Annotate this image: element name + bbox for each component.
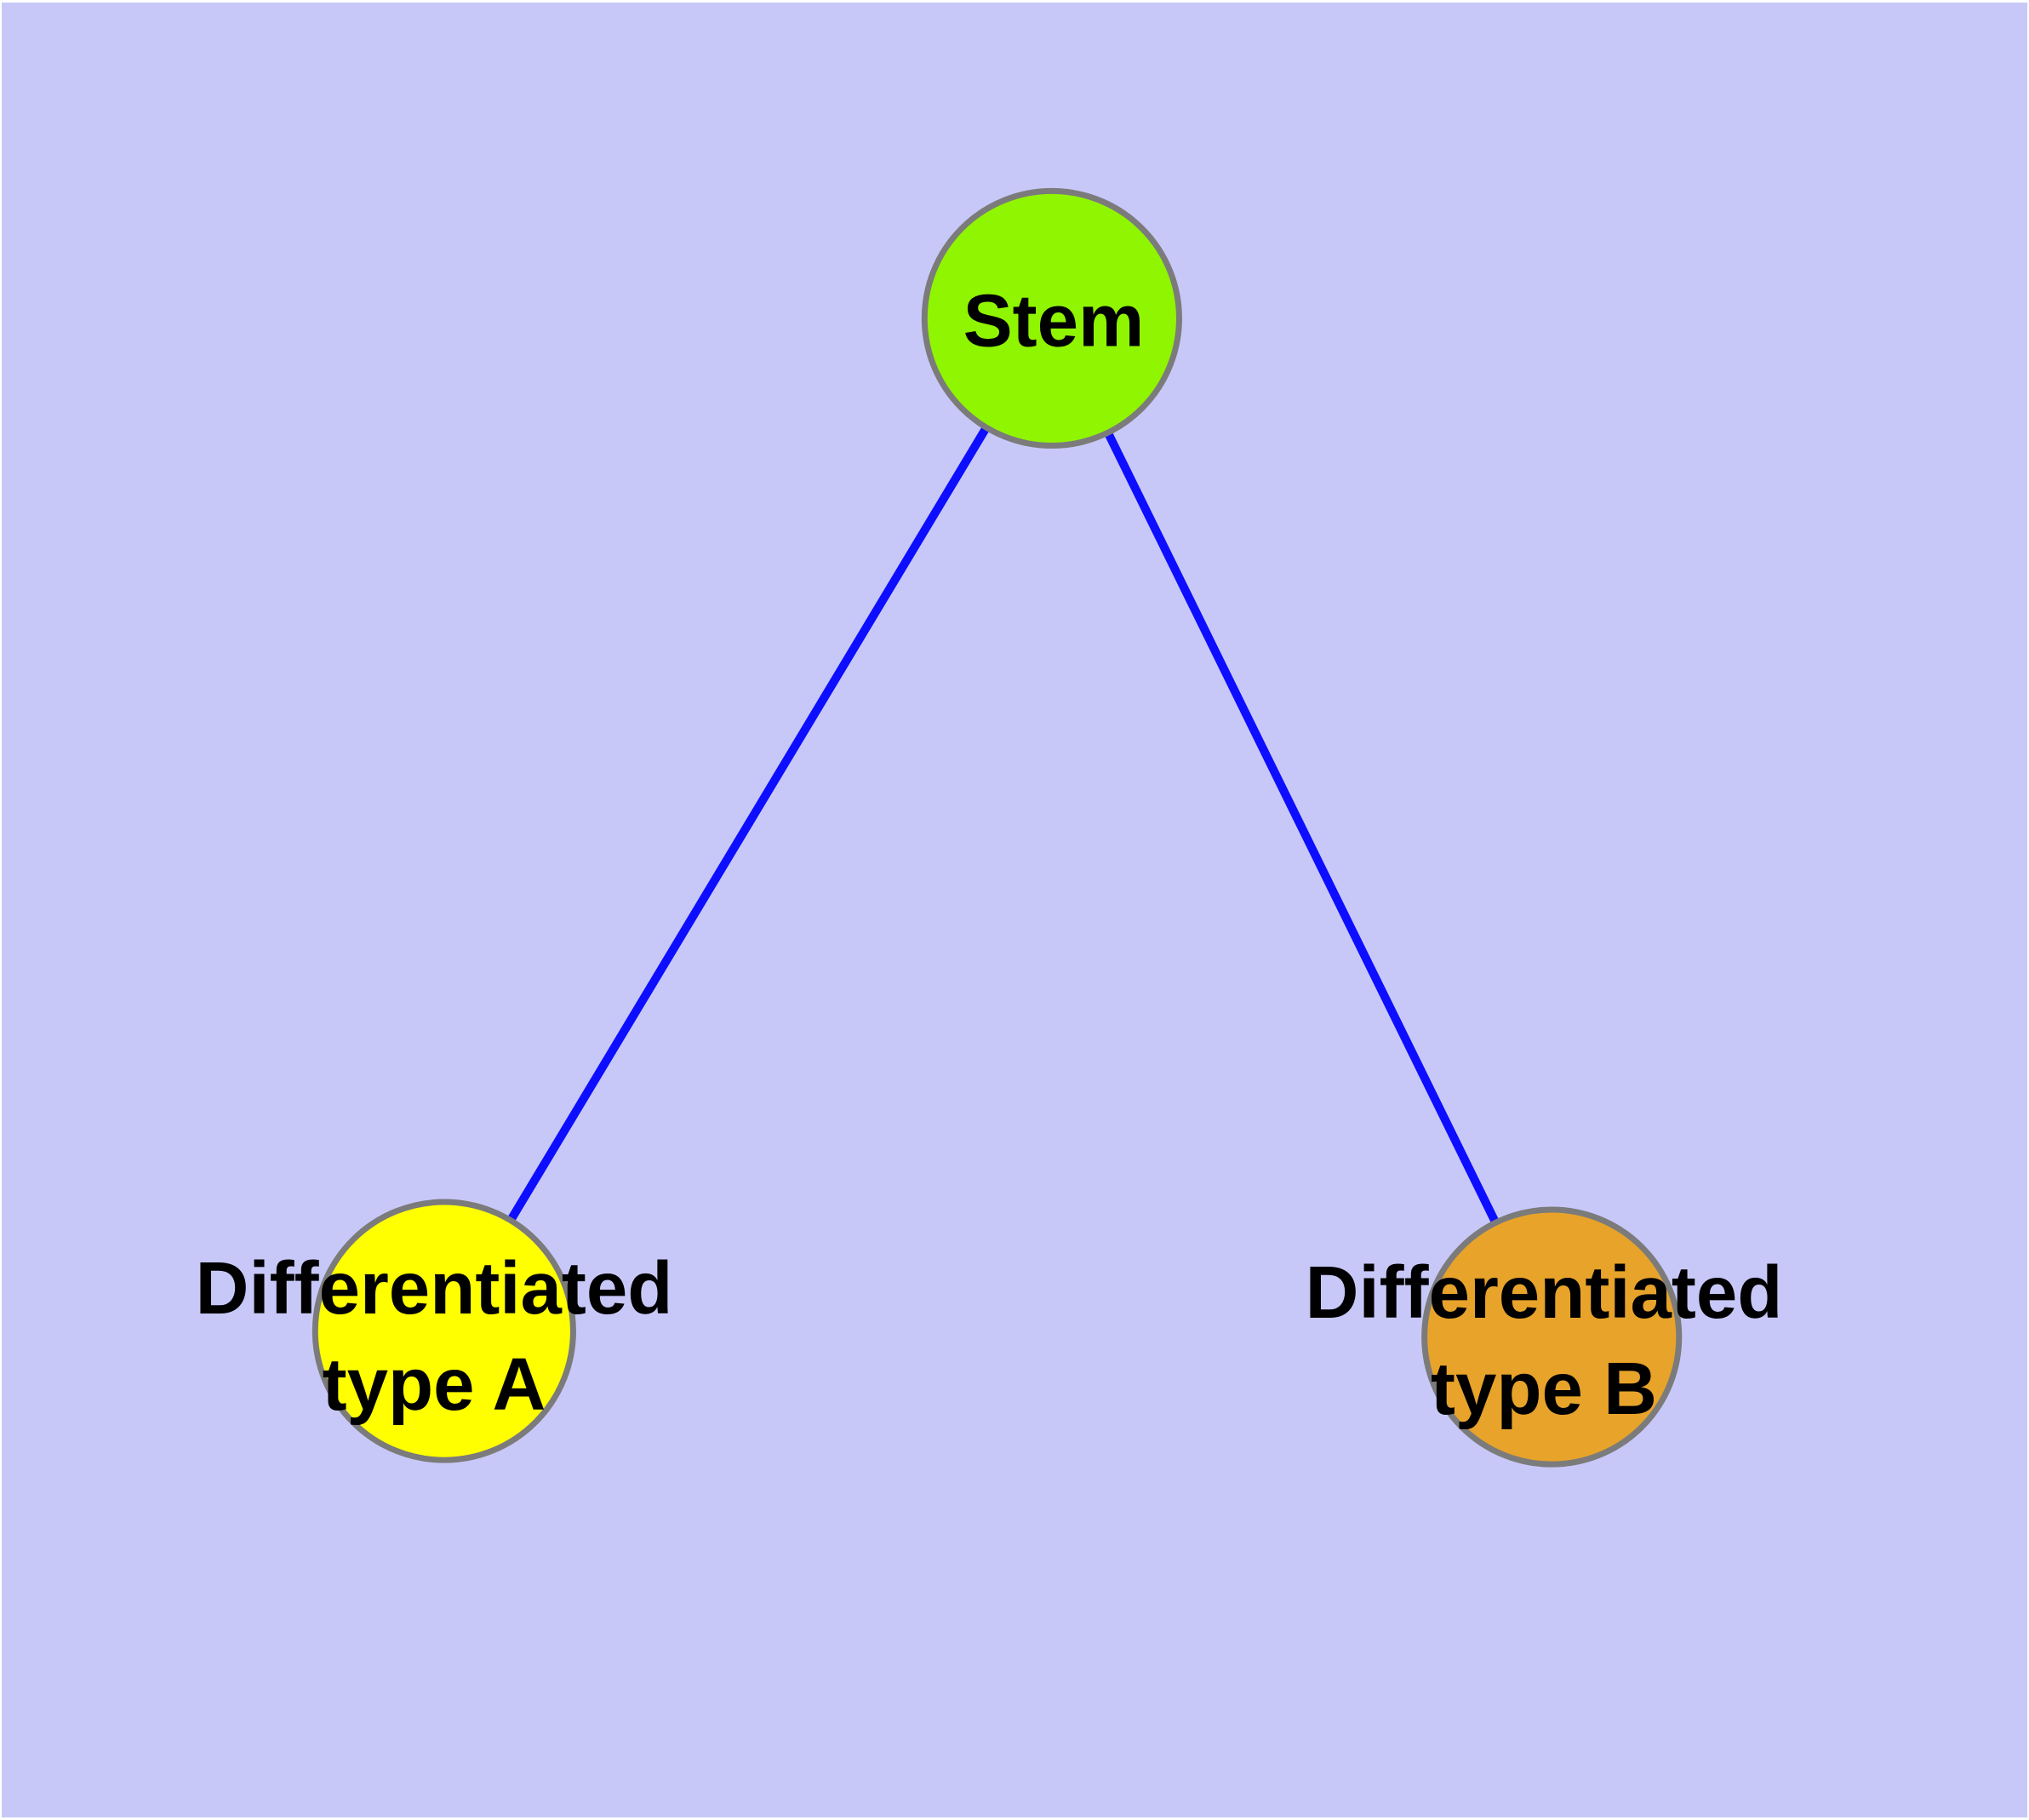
graph-svg <box>311 187 1683 1468</box>
edge-stem-to-type-b <box>1048 316 1556 1339</box>
diagram-canvas: Stem Differentiated type A Differentiate… <box>2 3 2027 1817</box>
node-type-a-circle <box>311 1199 576 1463</box>
edge-stem-to-type-a <box>440 316 1056 1334</box>
node-type-b-circle <box>1421 1206 1683 1468</box>
node-stem-circle <box>921 187 1182 449</box>
